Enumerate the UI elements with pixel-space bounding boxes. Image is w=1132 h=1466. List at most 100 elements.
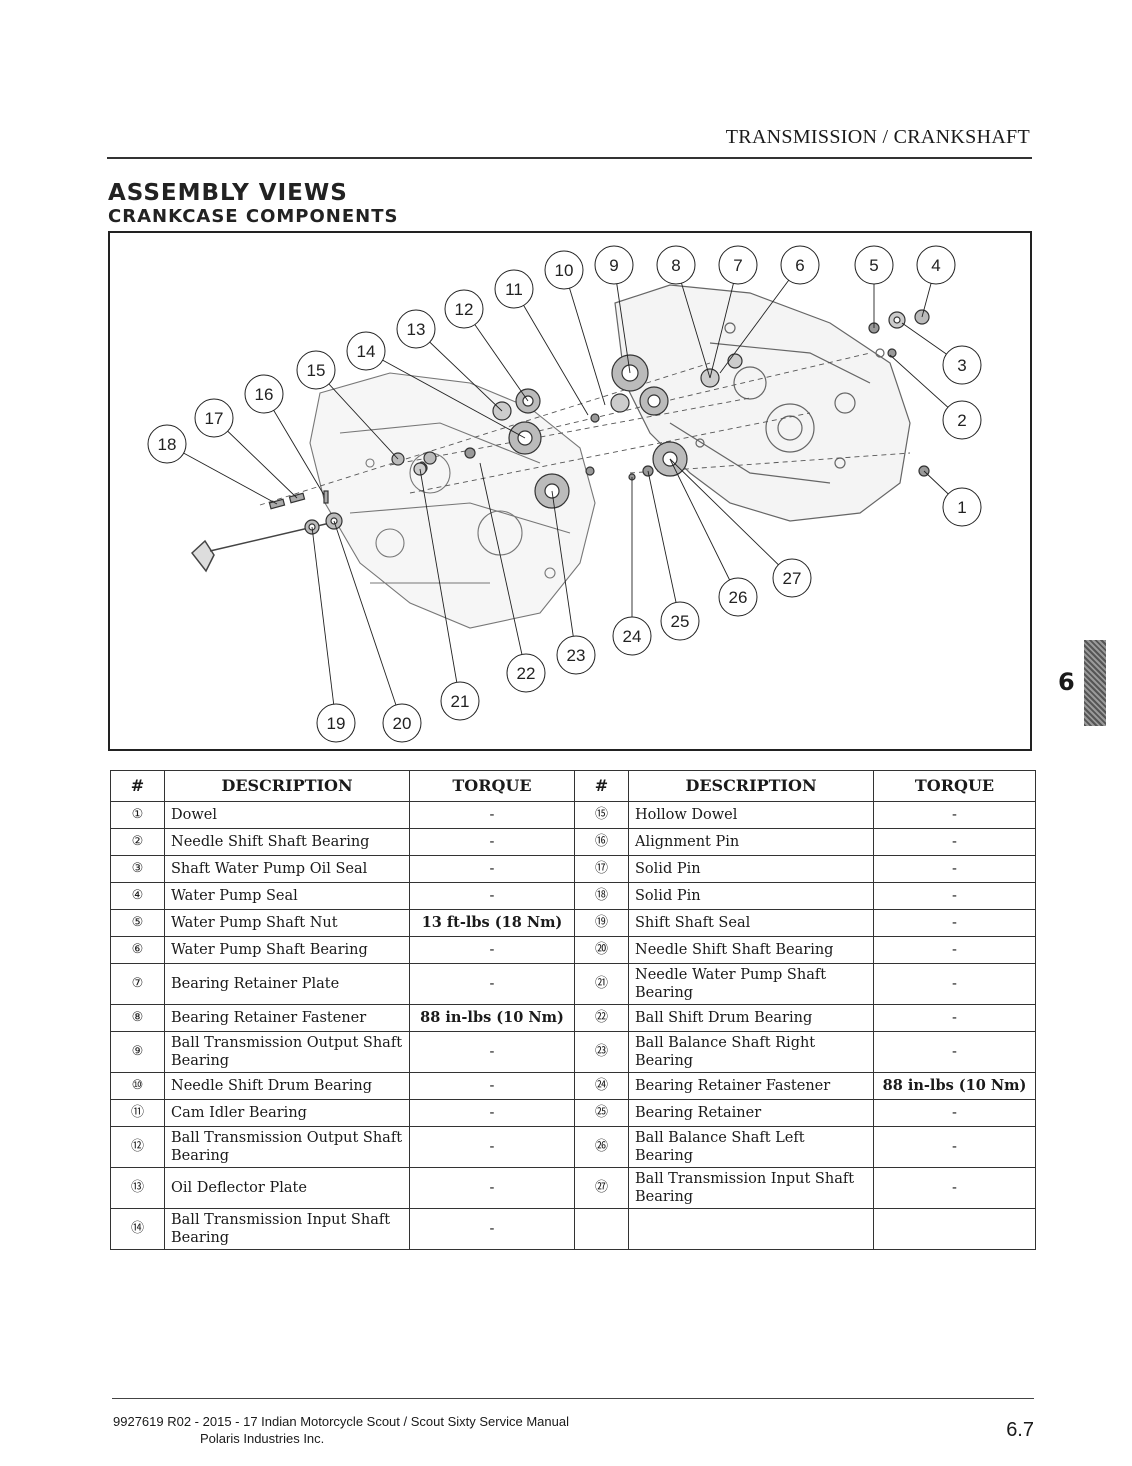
section-number: 6 xyxy=(1058,668,1075,696)
right-num-cell: ⑰ xyxy=(574,855,629,883)
callout-label-6: 6 xyxy=(795,256,804,275)
callout-label-8: 8 xyxy=(671,256,680,275)
assembly-title: ASSEMBLY VIEWS xyxy=(108,180,348,206)
right-description-cell: Solid Pin xyxy=(628,882,874,910)
left-torque-cell: - xyxy=(409,1031,575,1073)
callout-label-12: 12 xyxy=(455,300,474,319)
callout-circle-14 xyxy=(346,331,386,371)
leader-line-8 xyxy=(675,264,711,379)
right-description-cell: Alignment Pin xyxy=(628,828,874,856)
left-torque-cell: - xyxy=(409,963,575,1005)
left-num-cell: ③ xyxy=(110,855,165,883)
right-crankcase-half xyxy=(614,284,911,522)
left-num-cell: ⑨ xyxy=(110,1031,165,1073)
right-description-cell: Ball Transmission Input Shaft Bearing xyxy=(628,1167,874,1209)
callout-circle-13 xyxy=(396,309,436,349)
callout-circle-9 xyxy=(594,245,634,285)
callout-label-3: 3 xyxy=(957,356,966,375)
left-description-cell: Ball Transmission Input Shaft Bearing xyxy=(164,1208,410,1250)
right-description-cell: Needle Water Pump Shaft Bearing xyxy=(628,963,874,1005)
left-description-cell: Water Pump Shaft Bearing xyxy=(164,936,410,964)
left-num-cell: ⑦ xyxy=(110,963,165,1005)
right-torque-cell xyxy=(873,1208,1036,1250)
right-torque-cell: - xyxy=(873,801,1036,829)
callout-label-24: 24 xyxy=(623,627,642,646)
right-num-cell: ⑲ xyxy=(574,909,629,937)
callout-label-14: 14 xyxy=(357,342,376,361)
callout-label-2: 2 xyxy=(957,411,966,430)
left-description-cell: Dowel xyxy=(164,801,410,829)
leader-line-27 xyxy=(669,458,793,579)
right-description-cell: Ball Balance Shaft Right Bearing xyxy=(628,1031,874,1073)
left-torque-cell: 88 in-lbs (10 Nm) xyxy=(409,1004,575,1032)
right-torque-cell: - xyxy=(873,882,1036,910)
right-torque-cell: - xyxy=(873,963,1036,1005)
left-torque-cell: - xyxy=(409,1208,575,1250)
callout-circle-24 xyxy=(612,616,652,656)
left-description-cell: Shaft Water Pump Oil Seal xyxy=(164,855,410,883)
footer-divider xyxy=(112,1398,1034,1399)
callout-circle-2 xyxy=(942,400,982,440)
header-num-right: # xyxy=(574,770,629,802)
left-description-cell: Ball Transmission Output Shaft Bearing xyxy=(164,1126,410,1168)
callout-label-7: 7 xyxy=(733,256,742,275)
callout-circle-19 xyxy=(316,703,356,743)
right-num-cell: ㉕ xyxy=(574,1099,629,1127)
header-divider xyxy=(107,157,1032,159)
leader-line-15 xyxy=(315,369,399,460)
leader-line-16 xyxy=(263,393,325,496)
section-title: TRANSMISSION / CRANKSHAFT xyxy=(725,126,1030,148)
right-num-cell: ⑯ xyxy=(574,828,629,856)
left-num-cell: ① xyxy=(110,801,165,829)
callout-circle-17 xyxy=(194,398,234,438)
callout-circle-7 xyxy=(718,245,758,285)
callout-circle-15 xyxy=(296,350,336,390)
leader-line-11 xyxy=(513,288,589,416)
left-num-cell: ⑪ xyxy=(110,1099,165,1127)
callout-label-20: 20 xyxy=(393,714,412,733)
right-torque-cell: - xyxy=(873,1167,1036,1209)
callout-label-13: 13 xyxy=(407,320,426,339)
left-torque-cell: - xyxy=(409,1072,575,1100)
left-num-cell: ⑭ xyxy=(110,1208,165,1250)
callout-label-5: 5 xyxy=(869,256,878,275)
callout-circle-1 xyxy=(942,487,982,527)
left-num-cell: ④ xyxy=(110,882,165,910)
footer-manual-line: 9927619 R02 - 2015 - 17 Indian Motorcycl… xyxy=(113,1414,569,1429)
callout-label-9: 9 xyxy=(609,256,618,275)
left-torque-cell: - xyxy=(409,828,575,856)
left-description-cell: Cam Idler Bearing xyxy=(164,1099,410,1127)
left-torque-cell: - xyxy=(409,882,575,910)
header-num-left: # xyxy=(110,770,165,802)
callout-circle-20 xyxy=(382,703,422,743)
right-torque-cell: - xyxy=(873,1004,1036,1032)
callout-label-18: 18 xyxy=(158,435,177,454)
right-torque-cell: - xyxy=(873,828,1036,856)
right-description-cell xyxy=(628,1208,874,1250)
callout-circle-6 xyxy=(780,245,820,285)
left-torque-cell: - xyxy=(409,855,575,883)
left-description-cell: Needle Shift Shaft Bearing xyxy=(164,828,410,856)
table-header-row: # DESCRIPTION TORQUE # DESCRIPTION TORQU… xyxy=(110,770,1036,802)
left-description-cell: Ball Transmission Output Shaft Bearing xyxy=(164,1031,410,1073)
left-description-cell: Bearing Retainer Fastener xyxy=(164,1004,410,1032)
left-torque-cell: - xyxy=(409,936,575,964)
right-description-cell: Ball Balance Shaft Left Bearing xyxy=(628,1126,874,1168)
right-num-cell: ㉖ xyxy=(574,1126,629,1168)
header-description-right: DESCRIPTION xyxy=(628,770,874,802)
right-description-cell: Hollow Dowel xyxy=(628,801,874,829)
